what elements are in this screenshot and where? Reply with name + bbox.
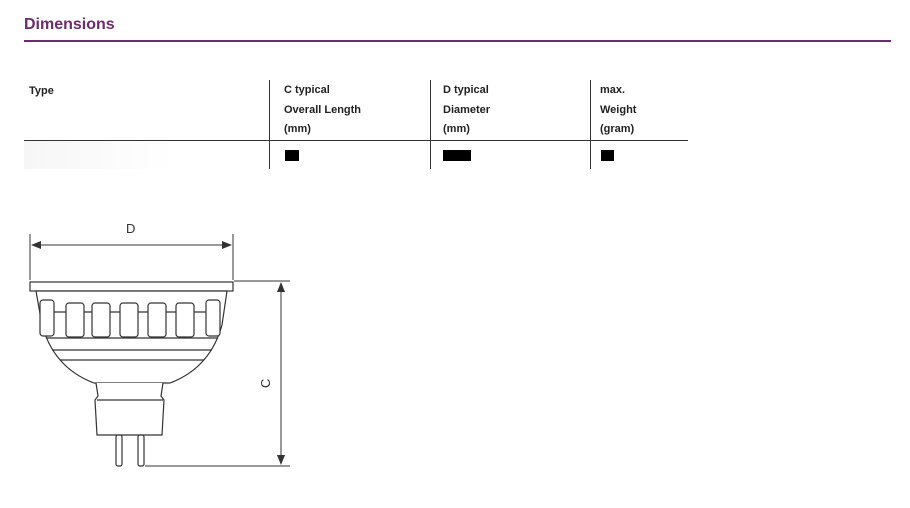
header-d-typical: D typical Diameter (mm) (430, 80, 490, 140)
header-d-line3: (mm) (443, 123, 470, 135)
lamp-outline (29, 281, 234, 467)
title-divider (24, 40, 891, 42)
label-c: C (258, 379, 273, 388)
redaction-block (443, 150, 471, 161)
header-c-typical: C typical Overall Length (mm) (269, 80, 361, 140)
redaction-block (601, 150, 614, 161)
d-typical-cell (430, 141, 471, 169)
header-w-line3: (gram) (600, 123, 635, 135)
type-cell-redacted (24, 141, 174, 169)
max-weight-cell (590, 141, 614, 169)
header-c-line2: Overall Length (284, 103, 362, 116)
section-title: Dimensions (24, 16, 115, 33)
header-type: Type (29, 82, 54, 140)
header-w-line2: Weight (600, 103, 637, 116)
dimension-c: C (145, 280, 290, 467)
header-w-line1: max. (600, 84, 626, 96)
dimensions-table: Type C typical Overall Length (mm) D typ… (24, 80, 688, 169)
header-max-weight: max. Weight (gram) (590, 80, 636, 140)
header-c-line3: (mm) (284, 123, 311, 135)
redaction-block (285, 150, 299, 161)
c-typical-cell (269, 141, 299, 169)
header-d-line2: Diameter (443, 103, 491, 116)
dimension-d: D (29, 221, 234, 280)
header-type-label: Type (29, 85, 54, 97)
lamp-dimension-drawing: D C (29, 221, 290, 467)
table-row (24, 141, 688, 169)
table-header-row: Type C typical Overall Length (mm) D typ… (24, 80, 688, 141)
header-c-line1: C typical (284, 84, 330, 96)
header-d-line1: D typical (443, 84, 489, 96)
label-d: D (126, 221, 135, 236)
